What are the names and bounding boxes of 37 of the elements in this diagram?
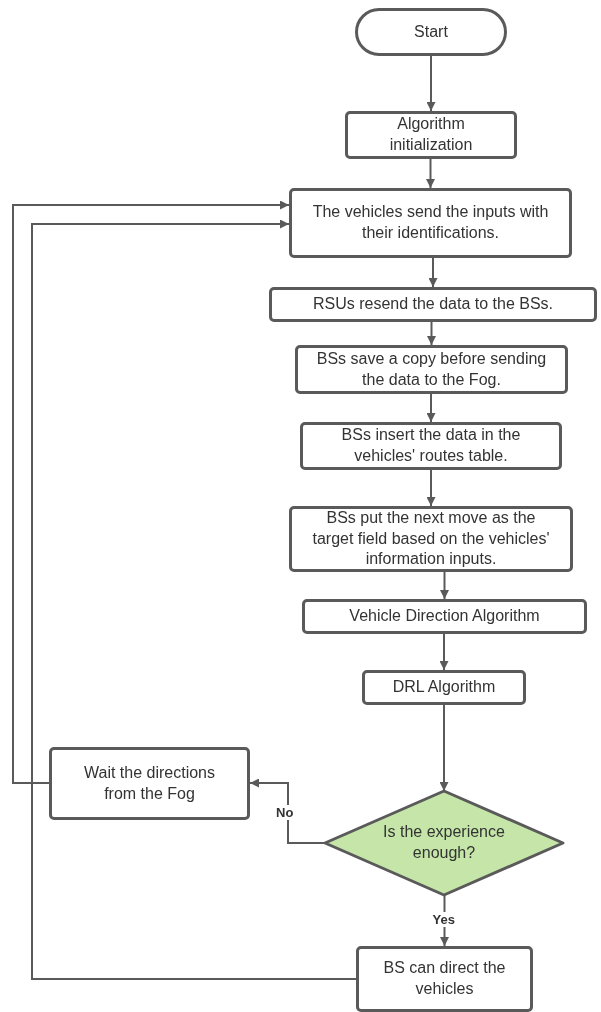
- arrow: [439, 633, 449, 671]
- arrow: [428, 257, 438, 288]
- node-text: DRL Algorithm: [392, 677, 496, 698]
- start-terminal: [355, 8, 507, 56]
- process-box: [300, 422, 562, 470]
- node-text: The vehicles send the inputs with their identifications.: [311, 202, 550, 243]
- arrow: [440, 571, 449, 600]
- node-text: BSs put the next move as the target field based on the vehicles' information inputs.: [311, 507, 551, 570]
- process-box: [269, 287, 597, 322]
- process-box: [289, 506, 573, 572]
- arrow: [427, 321, 436, 346]
- node-text: BSs save a copy before sending the data to the Fog.: [315, 348, 548, 390]
- process-box: [362, 670, 526, 705]
- node-text: BS can direct the vehicles: [382, 958, 507, 999]
- arrow: [12, 200, 290, 784]
- arrow: [439, 704, 449, 792]
- node-text: Algorithm initialization: [388, 114, 474, 155]
- arrow: [426, 55, 436, 112]
- edge-label: No: [274, 805, 296, 820]
- node-text: Wait the directions from the Fog: [83, 762, 216, 804]
- process-box: [356, 946, 533, 1012]
- arrow: [426, 158, 435, 189]
- arrow: [426, 393, 436, 423]
- process-box: [295, 345, 568, 394]
- terminal-label: Start: [414, 21, 448, 42]
- arrow: [31, 219, 357, 980]
- process-box: [49, 747, 250, 820]
- arrow: [426, 469, 436, 507]
- node-text: BSs insert the data in the vehicles' routes table.: [340, 425, 522, 466]
- process-box: [345, 111, 517, 159]
- node-text: Is the experience enough?: [382, 822, 506, 863]
- process-box: [302, 599, 587, 634]
- process-box: [289, 188, 572, 258]
- node-text: RSUs resend the data to the BSs.: [312, 294, 554, 315]
- node-text: Vehicle Direction Algorithm: [349, 606, 540, 627]
- edge-label: Yes: [430, 911, 457, 927]
- arrow: [249, 778, 326, 844]
